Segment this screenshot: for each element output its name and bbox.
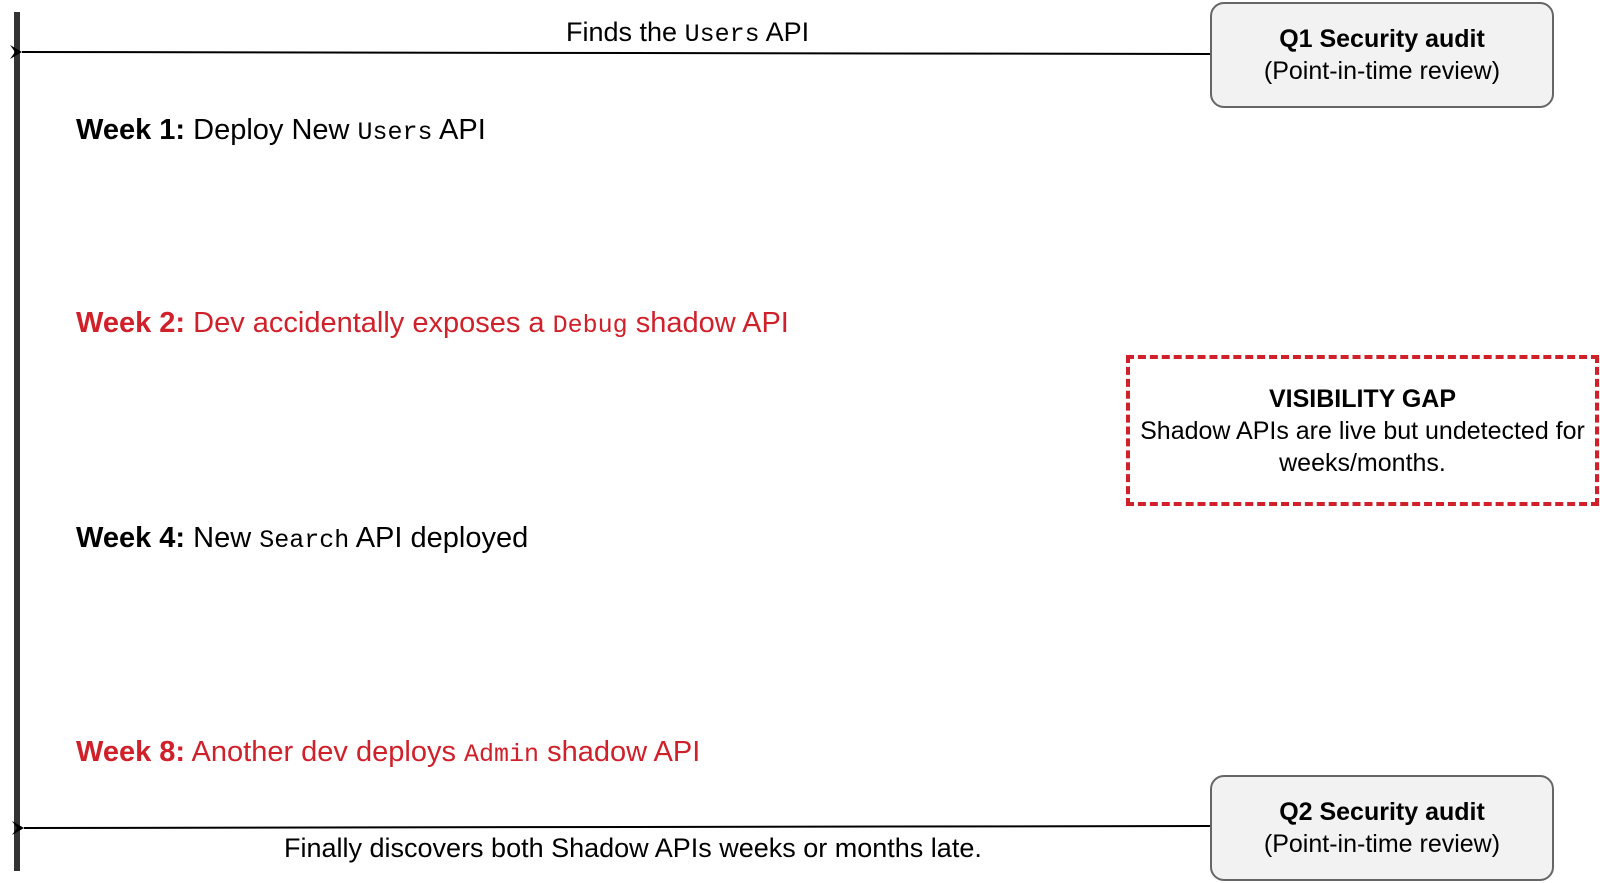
top-arrow-label: Finds the Users API xyxy=(566,17,809,50)
event-week-4: Week 4: New Search API deployed xyxy=(76,521,528,558)
gap-body-line-2: weeks/months. xyxy=(1279,448,1446,477)
q2-audit-title: Q2 Security audit xyxy=(1279,798,1485,826)
event-prefix: Dev accidentally exposes a xyxy=(193,307,545,339)
q1-audit-title: Q1 Security audit xyxy=(1279,25,1485,53)
event-code: Search xyxy=(259,526,350,555)
event-week-1: Week 1: Deploy New Users API xyxy=(76,113,486,150)
event-label: Week 8: xyxy=(76,736,186,768)
bottom-arrow xyxy=(11,821,1211,836)
q1-audit-box: Q1 Security audit (Point-in-time review) xyxy=(1210,2,1554,108)
top-arrow xyxy=(9,44,1211,59)
event-prefix: Another dev deploys xyxy=(191,736,456,768)
event-suffix: shadow API xyxy=(635,307,789,339)
event-label: Week 1: xyxy=(76,114,186,146)
event-code: Debug xyxy=(552,311,628,340)
event-suffix: API xyxy=(439,114,486,146)
q1-audit-subtitle: (Point-in-time review) xyxy=(1263,57,1501,85)
event-label: Week 4: xyxy=(76,522,186,554)
event-suffix: API deployed xyxy=(355,522,529,554)
top-arrow-prefix: Finds the xyxy=(566,17,678,47)
gap-body-line-1: Shadow APIs are live but undetected for xyxy=(1140,416,1585,445)
event-code: Admin xyxy=(464,740,540,769)
visibility-gap-box: VISIBILITY GAP Shadow APIs are live but … xyxy=(1126,355,1599,506)
event-label: Week 2: xyxy=(76,307,186,339)
event-suffix: shadow API xyxy=(547,736,701,768)
event-code: Users xyxy=(357,118,433,147)
event-prefix: New xyxy=(193,522,252,554)
top-arrow-suffix: API xyxy=(765,17,810,47)
bottom-arrow-label: Finally discovers both Shadow APIs weeks… xyxy=(284,833,982,863)
q2-audit-box: Q2 Security audit (Point-in-time review) xyxy=(1210,775,1554,881)
event-week-2: Week 2: Dev accidentally exposes a Debug… xyxy=(76,306,789,343)
top-arrow-code: Users xyxy=(684,20,760,49)
q2-audit-subtitle: (Point-in-time review) xyxy=(1263,830,1501,858)
event-prefix: Deploy New xyxy=(193,114,350,146)
event-week-8: Week 8: Another dev deploys Admin shadow… xyxy=(76,735,700,772)
timeline-axis xyxy=(14,12,20,871)
gap-title: VISIBILITY GAP xyxy=(1268,384,1457,413)
